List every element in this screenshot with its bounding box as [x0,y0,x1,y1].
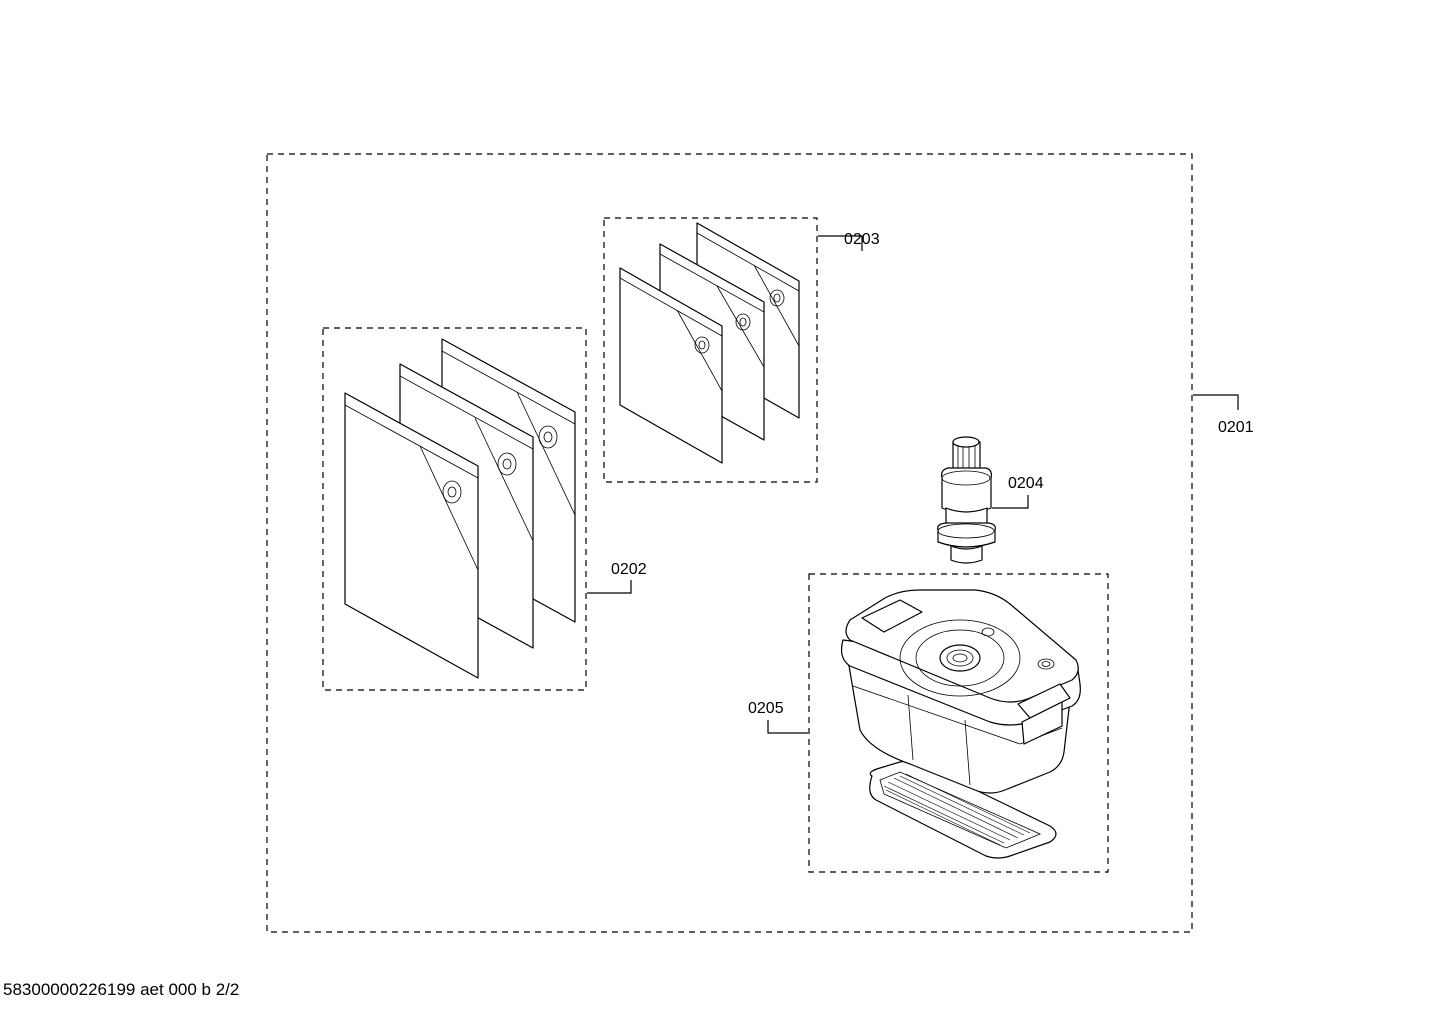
nozzle-adapter-0204[interactable] [937,436,996,564]
group-0202-boundary [322,327,587,691]
leader-0201 [1193,394,1239,410]
callout-0202[interactable]: 0202 [611,561,647,578]
callout-0203[interactable]: 0203 [844,231,880,248]
leader-0205 [767,720,808,734]
group-0205-boundary [808,573,1109,873]
callout-0204[interactable]: 0204 [1008,475,1044,492]
callout-0201[interactable]: 0201 [1218,419,1254,436]
leader-0204 [992,495,1029,509]
filter-bags-large[interactable] [344,338,576,679]
filter-bag-small-1 [619,267,723,464]
filter-pad [869,760,1057,859]
leader-0202 [587,580,632,594]
leader-0203 [818,235,863,251]
dust-container-0205[interactable] [840,589,1081,859]
group-0203-boundary [603,217,818,483]
filter-bag-large-1 [344,392,479,679]
document-code: 58300000226199 aet 000 b 2/2 [3,980,240,999]
callout-0205[interactable]: 0205 [748,700,784,717]
assembly-0201-boundary [266,153,1193,933]
filter-bags-small[interactable] [619,222,800,464]
